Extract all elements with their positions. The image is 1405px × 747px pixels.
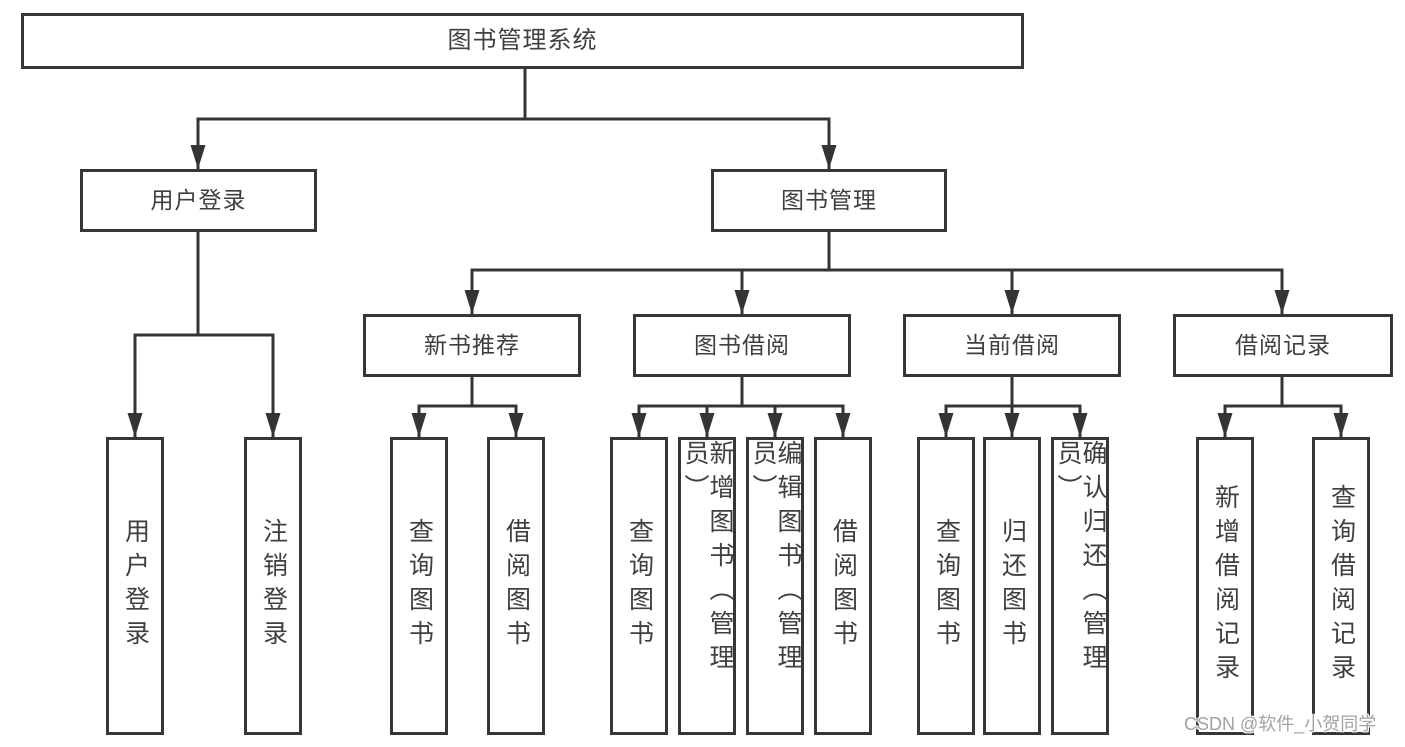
- leaf-query-book-borrowing: 查询图书: [610, 437, 668, 735]
- leaf-add-borrow-record: 新增借阅记录: [1196, 437, 1254, 735]
- connector-book-mgmt-children: [464, 230, 1290, 314]
- leaf-query-book-current-label: 查询图书: [932, 518, 961, 654]
- leaf-query-book-recommend-label: 查询图书: [405, 518, 434, 654]
- leaf-borrow-book-borrowing-label: 借阅图书: [829, 518, 858, 654]
- connector-book-borrow-children: [631, 375, 851, 437]
- leaf-query-borrow-record: 查询借阅记录: [1312, 437, 1370, 735]
- leaf-add-book-admin-label: 新增图书（管理员）: [681, 440, 734, 678]
- leaf-user-login: 用户登录: [106, 437, 164, 735]
- leaf-borrow-book-borrowing: 借阅图书: [814, 437, 872, 735]
- node-root-label: 图书管理系统: [447, 27, 598, 54]
- leaf-return-book-label: 归还图书: [998, 518, 1027, 654]
- connector-root-to-level2: [190, 67, 837, 169]
- node-root: 图书管理系统: [21, 13, 1024, 69]
- node-current-borrowing-label: 当前借阅: [964, 332, 1060, 358]
- leaf-user-login-label: 用户登录: [121, 518, 150, 654]
- node-book-management: 图书管理: [711, 169, 947, 232]
- leaf-logout-label: 注销登录: [259, 518, 288, 654]
- leaf-query-borrow-record-label: 查询借阅记录: [1327, 484, 1356, 688]
- node-user-login-label: 用户登录: [150, 187, 247, 213]
- node-new-book-recommend: 新书推荐: [363, 314, 581, 377]
- leaf-confirm-return-admin: 确认归还（管理员）: [1051, 437, 1109, 735]
- csdn-watermark: CSDN @软件_小贺同学: [1184, 714, 1377, 734]
- leaf-edit-book-admin-label: 编辑图书（管理员）: [749, 440, 802, 678]
- leaf-query-book-current: 查询图书: [917, 437, 975, 735]
- leaf-confirm-return-admin-label: 确认归还（管理员）: [1054, 440, 1107, 678]
- node-book-borrowing-label: 图书借阅: [694, 332, 790, 358]
- leaf-logout: 注销登录: [244, 437, 302, 735]
- connector-new-book-rec-children: [411, 375, 524, 437]
- node-borrowing-records-label: 借阅记录: [1235, 332, 1331, 358]
- leaf-edit-book-admin: 编辑图书（管理员）: [746, 437, 804, 735]
- node-current-borrowing: 当前借阅: [903, 314, 1121, 377]
- leaf-borrow-book-recommend-label: 借阅图书: [502, 518, 531, 654]
- leaf-add-book-admin: 新增图书（管理员）: [678, 437, 736, 735]
- node-borrowing-records: 借阅记录: [1173, 314, 1393, 377]
- node-book-borrowing: 图书借阅: [633, 314, 851, 377]
- leaf-query-book-borrowing-label: 查询图书: [625, 518, 654, 654]
- connector-borrow-records-children: [1217, 375, 1349, 437]
- leaf-borrow-book-recommend: 借阅图书: [487, 437, 545, 735]
- connector-user-login-children: [127, 230, 281, 437]
- leaf-query-book-recommend: 查询图书: [390, 437, 448, 735]
- leaf-add-borrow-record-label: 新增借阅记录: [1211, 484, 1240, 688]
- leaf-return-book: 归还图书: [983, 437, 1041, 735]
- connector-current-borrow-children: [938, 375, 1088, 437]
- node-new-book-recommend-label: 新书推荐: [424, 332, 520, 358]
- node-book-management-label: 图书管理: [781, 187, 877, 213]
- node-user-login: 用户登录: [80, 169, 317, 232]
